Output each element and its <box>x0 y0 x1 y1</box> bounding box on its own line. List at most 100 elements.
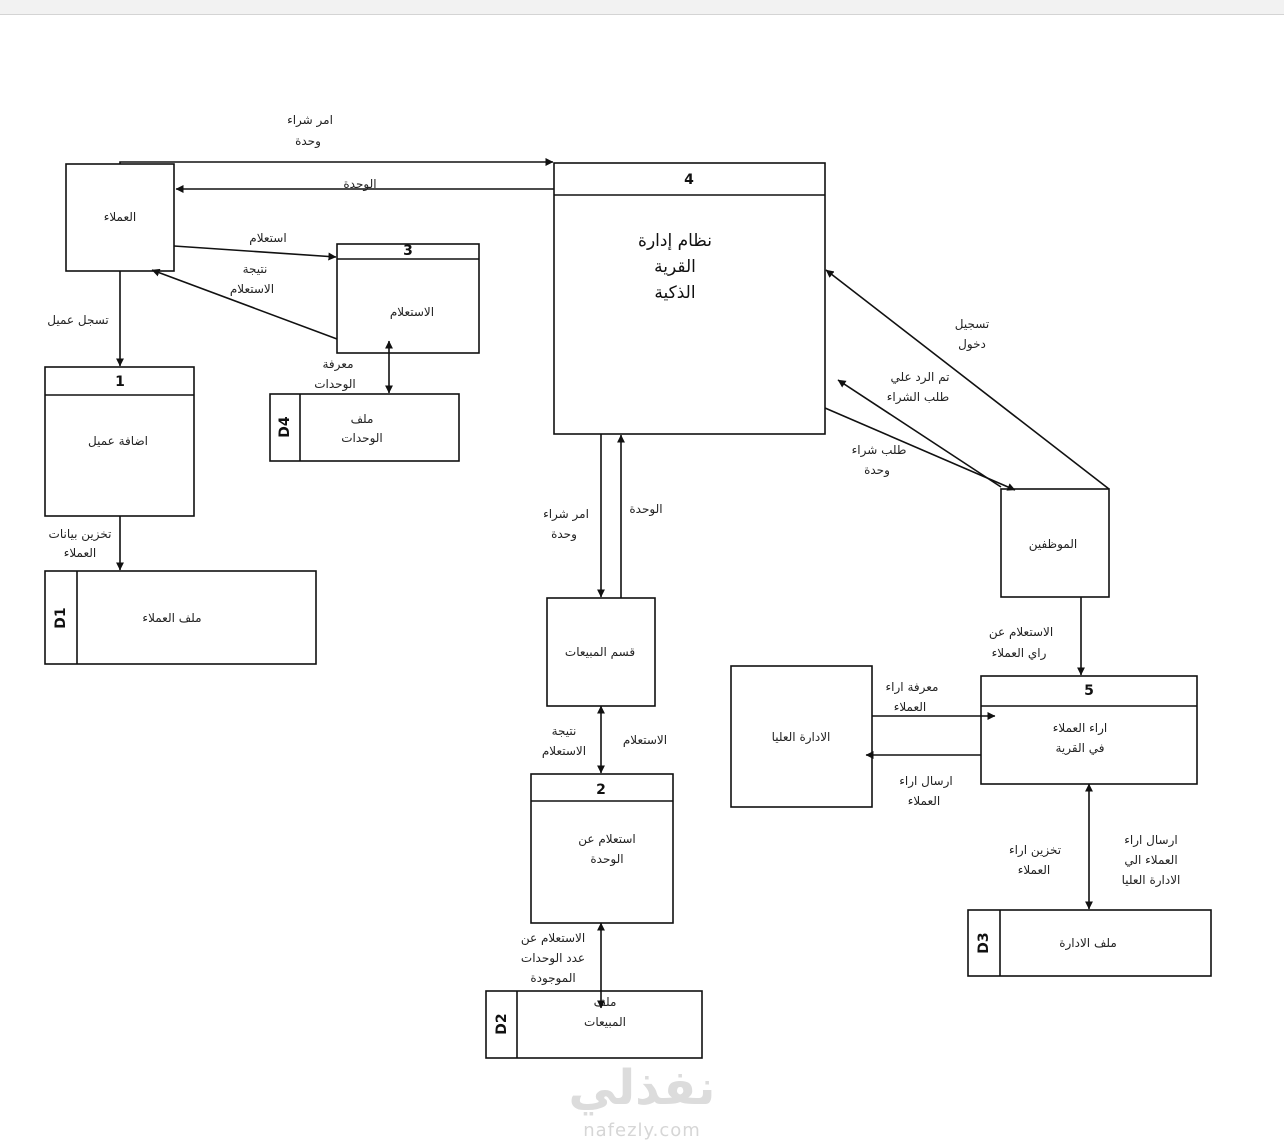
svg-text:ارسال اراء: ارسال اراء <box>899 774 952 789</box>
svg-text:راي العملاء: راي العملاء <box>992 646 1047 661</box>
store-d2-label-line2: المبيعات <box>584 1015 626 1029</box>
entity-employees[interactable]: الموظفين <box>1000 488 1110 598</box>
svg-text:الاستعلام: الاستعلام <box>623 733 667 747</box>
flow-label-unit-sales: الوحدة <box>629 502 662 517</box>
entity-customers[interactable]: العملاء <box>65 163 175 272</box>
svg-text:وحدة: وحدة <box>551 527 577 542</box>
store-d2-label-line1: ملف <box>594 995 617 1009</box>
process-4-label-line1: نظام إدارة <box>638 231 712 251</box>
store-d3-label: ملف الادارة <box>1059 936 1117 951</box>
flow-arrow-inquiry-result-c3 <box>151 268 338 340</box>
flow-arrow-purchase-request <box>824 407 1016 491</box>
svg-text:تسجل عميل: تسجل عميل <box>47 313 109 327</box>
flow-label-register-customer: تسجل عميل <box>47 313 109 327</box>
svg-text:تم الرد علي: تم الرد علي <box>890 370 949 385</box>
flow-label-know-opinions: معرفة اراء العملاء <box>886 680 939 714</box>
store-d4-label-line2: الوحدات <box>341 431 383 446</box>
process-1-number: 1 <box>115 374 125 390</box>
flow-label-purchase-request: طلب شراء وحدة <box>852 443 907 478</box>
process-1-add-customer[interactable]: 1 اضافة عميل <box>44 366 195 517</box>
svg-text:العملاء: العملاء <box>908 794 941 808</box>
store-d3-management-file[interactable]: D3 ملف الادارة <box>967 909 1212 977</box>
svg-text:العملاء: العملاء <box>1018 863 1051 877</box>
flow-label-inquiry-units-count: الاستعلام عن عدد الوحدات الموجودة <box>521 931 585 986</box>
flow-label-purchase-order-sales: امر شراء وحدة <box>543 507 589 542</box>
flow-label-send-opinions-mgmt: ارسال اراء العملاء الي الادارة العليا <box>1122 833 1181 888</box>
svg-text:معرفة: معرفة <box>322 357 353 372</box>
process-4-smart-village-system[interactable]: 4 نظام إدارة القرية الذكية <box>553 162 826 435</box>
process-5-label-line1: اراء العملاء <box>1053 721 1107 736</box>
svg-text:ارسال اراء: ارسال اراء <box>1124 833 1177 848</box>
process-3-number: 3 <box>403 243 413 259</box>
store-d1-label: ملف العملاء <box>142 611 201 625</box>
flow-label-inquiry-sales: الاستعلام <box>623 733 667 747</box>
process-1-label: اضافة عميل <box>88 434 148 448</box>
flow-arrow-purchase-order-top <box>119 158 554 166</box>
flow-arrow-inquiry-c3 <box>173 245 337 261</box>
watermark-arabic: نفذلي <box>569 1060 716 1116</box>
flow-label-store-opinions: تخزين اراء العملاء <box>1009 843 1061 877</box>
watermark-latin: nafezly.com <box>583 1120 701 1141</box>
svg-text:الاستعلام: الاستعلام <box>542 744 586 758</box>
flow-label-store-customer-data: تخزين بيانات العملاء <box>49 527 112 560</box>
store-d1-id: D1 <box>53 607 69 628</box>
store-d4-units-file[interactable]: D4 ملف الوحدات <box>269 393 460 462</box>
process-5-number: 5 <box>1084 683 1094 699</box>
entity-sales-dept-label: قسم المبيعات <box>565 645 635 659</box>
svg-text:تخزين بيانات: تخزين بيانات <box>49 527 112 542</box>
svg-text:وحدة: وحدة <box>864 463 890 478</box>
svg-text:الادارة العليا: الادارة العليا <box>1122 873 1181 888</box>
flow-label-unit-top: الوحدة <box>343 177 376 192</box>
svg-text:امر شراء: امر شراء <box>287 113 333 128</box>
process-5-customer-opinions[interactable]: 5 اراء العملاء في القرية <box>980 675 1198 785</box>
entity-customers-label: العملاء <box>104 210 137 224</box>
svg-text:عدد الوحدات: عدد الوحدات <box>521 951 585 966</box>
browser-top-strip <box>0 0 1284 15</box>
svg-text:استعلام: استعلام <box>249 231 286 245</box>
entity-top-management-label: الادارة العليا <box>772 730 831 745</box>
svg-text:وحدة: وحدة <box>295 134 321 149</box>
svg-text:العملاء الي: العملاء الي <box>1124 853 1177 867</box>
store-d1-customers-file[interactable]: D1 ملف العملاء <box>44 570 317 665</box>
process-2-number: 2 <box>596 782 606 798</box>
flow-label-send-opinions: ارسال اراء العملاء <box>899 774 952 808</box>
svg-text:طلب الشراء: طلب الشراء <box>887 390 949 405</box>
svg-text:العملاء: العملاء <box>894 700 927 714</box>
svg-text:امر شراء: امر شراء <box>543 507 589 522</box>
flow-arrow-login <box>825 269 1110 490</box>
flow-arrow-reply-purchase <box>837 379 1002 488</box>
entity-sales-dept[interactable]: قسم المبيعات <box>546 597 656 707</box>
process-4-label-line2: القرية <box>654 257 696 277</box>
svg-text:الاستعلام: الاستعلام <box>230 282 274 296</box>
flow-label-login: تسجيل دخول <box>955 317 990 352</box>
svg-text:طلب شراء: طلب شراء <box>852 443 907 458</box>
process-3-inquiry[interactable]: 3 الاستعلام <box>336 243 480 354</box>
flow-label-inquiry-result-sales: نتيجة الاستعلام <box>542 724 586 758</box>
process-2-label-line2: الوحدة <box>590 852 623 867</box>
flow-label-purchase-order-top: امر شراء وحدة <box>287 113 333 149</box>
svg-text:الوحدة: الوحدة <box>343 177 376 192</box>
process-5-label-line2: في القرية <box>1055 741 1104 756</box>
svg-text:نتيجة: نتيجة <box>552 724 577 738</box>
entity-top-management[interactable]: الادارة العليا <box>730 665 873 808</box>
store-d4-label-line1: ملف <box>351 412 374 426</box>
flow-label-inquiry-opinion: الاستعلام عن راي العملاء <box>989 625 1053 661</box>
flow-label-inquiry-result-c3: نتيجة الاستعلام <box>230 262 274 296</box>
svg-text:الموجودة: الموجودة <box>530 971 575 986</box>
svg-text:الوحدة: الوحدة <box>629 502 662 517</box>
svg-text:العملاء: العملاء <box>64 546 97 560</box>
flow-label-inquiry-c3: استعلام <box>249 231 286 245</box>
process-2-label-line1: استعلام عن <box>578 832 636 847</box>
svg-text:نتيجة: نتيجة <box>243 262 268 276</box>
flow-label-reply-purchase: تم الرد علي طلب الشراء <box>887 370 950 405</box>
entity-employees-label: الموظفين <box>1029 537 1078 552</box>
flow-label-know-units: معرفة الوحدات <box>314 357 356 392</box>
svg-text:معرفة اراء: معرفة اراء <box>886 680 939 695</box>
store-d4-id: D4 <box>277 416 293 438</box>
store-d2-sales-file[interactable]: D2 ملف المبيعات <box>485 990 703 1059</box>
process-2-unit-inquiry[interactable]: 2 استعلام عن الوحدة <box>530 773 674 924</box>
process-4-number: 4 <box>684 172 694 188</box>
watermark: نفذلي nafezly.com <box>569 1060 716 1141</box>
svg-text:الاستعلام عن: الاستعلام عن <box>989 625 1053 640</box>
